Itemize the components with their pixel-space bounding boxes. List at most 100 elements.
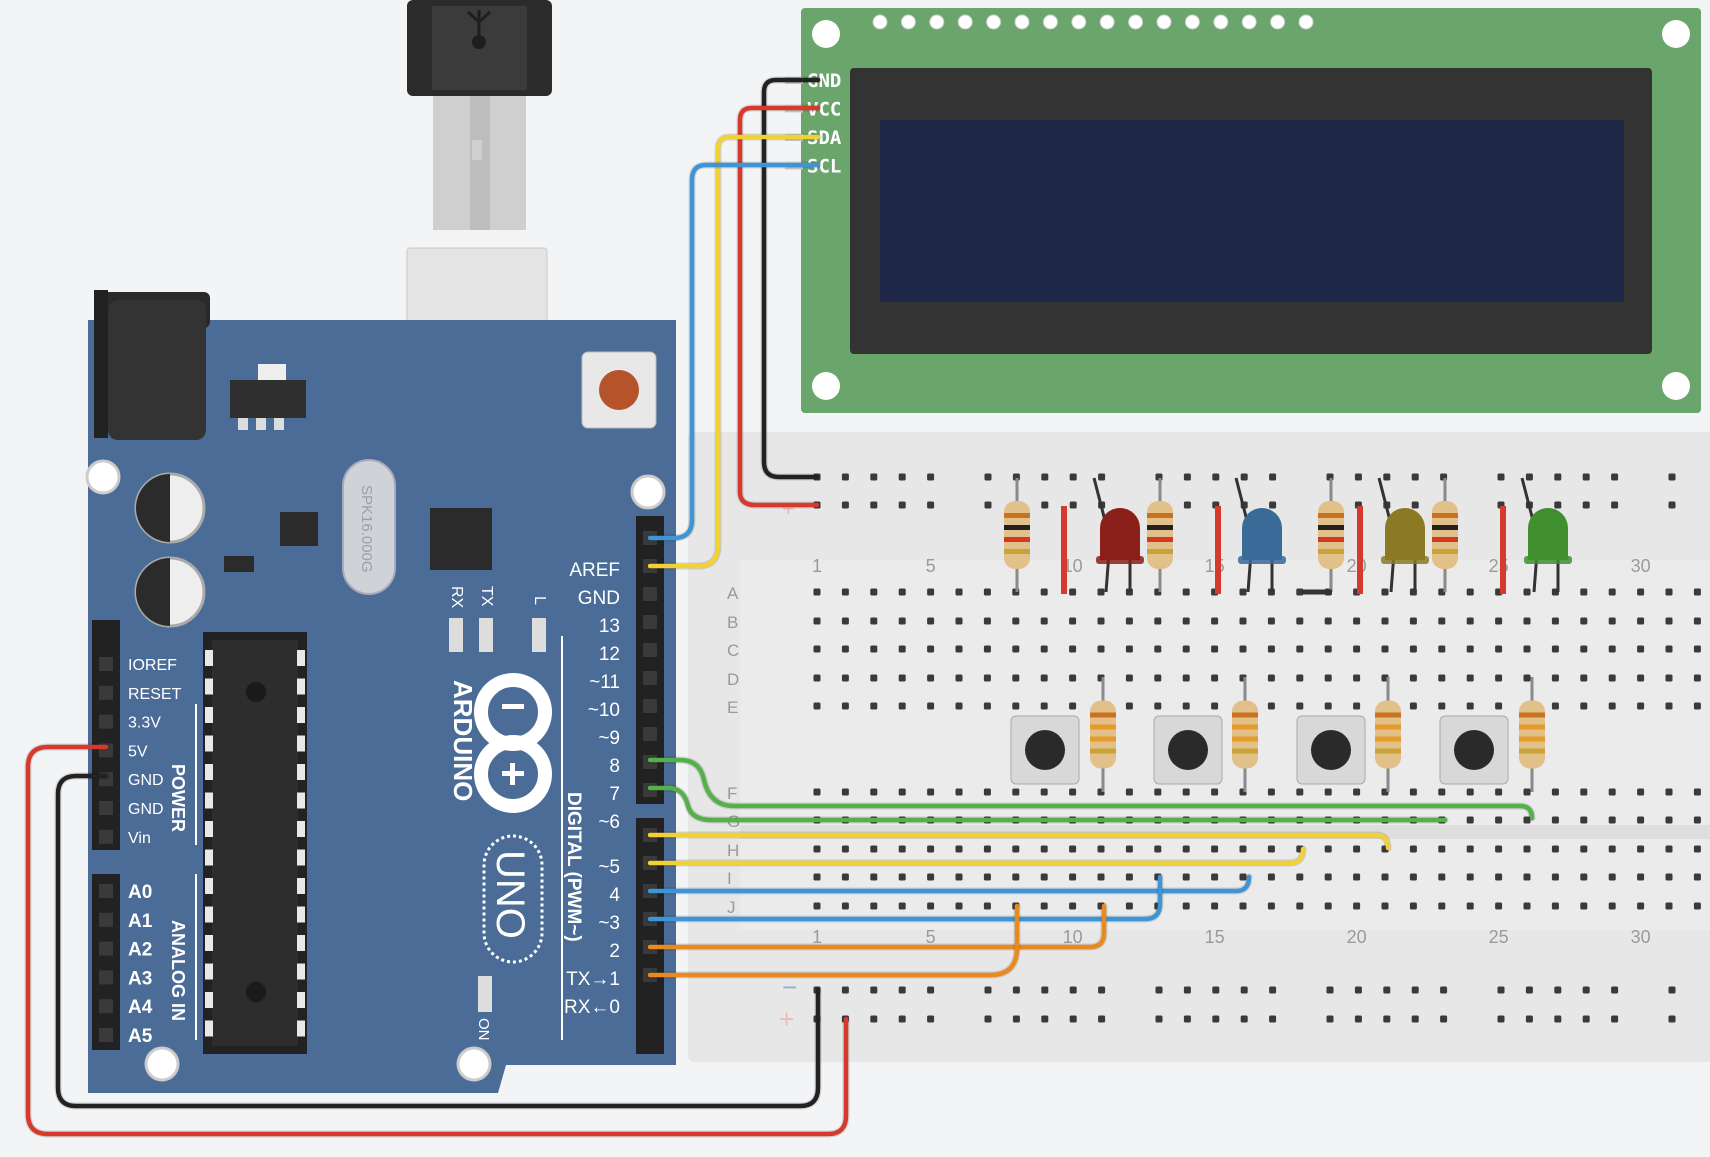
pushbutton-2[interactable] xyxy=(1153,715,1223,785)
breadboard-hole xyxy=(927,674,935,682)
breadboard-hole xyxy=(1211,645,1219,653)
resistor-band xyxy=(1004,549,1030,554)
reset-button[interactable] xyxy=(581,351,657,429)
analog-pin-label: A3 xyxy=(128,968,152,989)
analog-pin-socket[interactable] xyxy=(99,1028,113,1042)
digital-pin-socket[interactable] xyxy=(643,643,657,657)
breadboard-hole xyxy=(1267,617,1275,625)
breadboard-hole xyxy=(1438,873,1446,881)
breadboard-hole xyxy=(1324,617,1332,625)
breadboard-hole xyxy=(1211,873,1219,881)
pushbutton-4[interactable] xyxy=(1439,715,1509,785)
power-pin-label: RESET xyxy=(128,686,182,703)
power-pin-socket[interactable] xyxy=(99,685,113,700)
rail-hole xyxy=(898,1015,906,1023)
breadboard-hole xyxy=(1523,873,1531,881)
analog-pin-label: A5 xyxy=(128,1026,153,1047)
rail-hole xyxy=(1069,501,1077,509)
breadboard-hole xyxy=(1182,617,1190,625)
breadboard-hole xyxy=(1069,617,1077,625)
breadboard-hole xyxy=(1693,702,1701,710)
digital-pin-socket[interactable] xyxy=(643,727,657,741)
rail-hole xyxy=(1212,473,1220,481)
resistor-band xyxy=(1318,549,1344,554)
lcd-header-pin xyxy=(1298,14,1314,30)
digital-pin-label: ~11 xyxy=(589,672,620,693)
header-body xyxy=(92,874,120,1050)
breadboard-hole xyxy=(1069,645,1077,653)
analog-pin-socket[interactable] xyxy=(99,884,113,898)
breadboard-hole xyxy=(1438,645,1446,653)
rail-hole xyxy=(1582,986,1590,994)
rail-hole xyxy=(1012,1015,1020,1023)
breadboard-hole xyxy=(955,702,963,710)
pushbutton-1[interactable] xyxy=(1010,715,1080,785)
rail-hole xyxy=(1582,1015,1590,1023)
digital-pin-label: ~10 xyxy=(588,700,620,721)
rail-hole xyxy=(984,473,992,481)
rail-hole xyxy=(1155,986,1163,994)
resistor-body xyxy=(1432,501,1458,569)
breadboard-hole xyxy=(870,902,878,910)
breadboard-hole xyxy=(1239,645,1247,653)
rail-hole xyxy=(898,473,906,481)
breadboard-hole xyxy=(1040,702,1048,710)
row-label-h: H xyxy=(727,841,739,860)
digital-pin-label: ~3 xyxy=(598,913,620,934)
digital-pin-socket[interactable] xyxy=(643,671,657,685)
power-pin-socket[interactable] xyxy=(99,801,113,815)
breadboard-hole xyxy=(870,674,878,682)
breadboard-hole xyxy=(927,617,935,625)
resistor-body xyxy=(1519,700,1545,769)
rail-hole xyxy=(1326,986,1334,994)
lcd-header-pin xyxy=(929,14,945,30)
breadboard-hole xyxy=(1495,902,1503,910)
breadboard-hole xyxy=(1012,645,1020,653)
on-led-label: ON xyxy=(475,1018,492,1041)
power-pin-socket[interactable] xyxy=(99,829,113,844)
rail-hole xyxy=(1668,501,1676,509)
breadboard-hole xyxy=(1069,845,1077,853)
breadboard-hole xyxy=(1409,902,1417,910)
breadboard-hole xyxy=(1580,788,1588,796)
breadboard-hole xyxy=(1012,617,1020,625)
digital-pin-socket[interactable] xyxy=(643,615,657,629)
resistor-band xyxy=(1147,549,1173,554)
rail-hole xyxy=(927,1015,935,1023)
rail-hole xyxy=(984,986,992,994)
analog-pin-socket[interactable] xyxy=(99,999,113,1014)
rail-hole xyxy=(1354,473,1362,481)
digital-pin-socket[interactable] xyxy=(643,587,657,601)
breadboard-hole xyxy=(1097,645,1105,653)
breadboard-hole xyxy=(1637,617,1645,625)
pushbutton-3[interactable] xyxy=(1296,715,1366,785)
rail-hole xyxy=(927,501,935,509)
resistor-button-2 xyxy=(1232,677,1258,792)
breadboard-hole xyxy=(1665,617,1673,625)
digital-pin-label: ~5 xyxy=(598,857,620,878)
ic-pin xyxy=(297,678,305,695)
ic-pin xyxy=(205,678,213,695)
breadboard-hole xyxy=(1523,902,1531,910)
lcd-header-pin xyxy=(1099,14,1115,30)
resistor-band xyxy=(1432,525,1458,530)
breadboard-hole xyxy=(1012,873,1020,881)
analog-pin-socket[interactable] xyxy=(99,941,113,956)
rail-hole xyxy=(1269,473,1277,481)
breadboard-hole xyxy=(1324,702,1332,710)
power-pin-socket[interactable] xyxy=(99,657,113,671)
ic-pin xyxy=(297,1020,305,1037)
breadboard-hole xyxy=(1353,873,1361,881)
breadboard-hole xyxy=(983,617,991,625)
analog-pin-socket[interactable] xyxy=(99,912,113,927)
analog-pin-socket[interactable] xyxy=(99,970,113,985)
breadboard-hole xyxy=(1466,788,1474,796)
breadboard-hole xyxy=(1665,674,1673,682)
power-pin-socket[interactable] xyxy=(99,714,113,729)
digital-pin-socket[interactable] xyxy=(643,699,657,713)
breadboard-hole xyxy=(1580,645,1588,653)
breadboard-hole xyxy=(1665,902,1673,910)
digital-pin-label: ~9 xyxy=(598,728,620,749)
rail-hole xyxy=(1183,473,1191,481)
analog-label: ANALOG IN xyxy=(168,920,188,1021)
